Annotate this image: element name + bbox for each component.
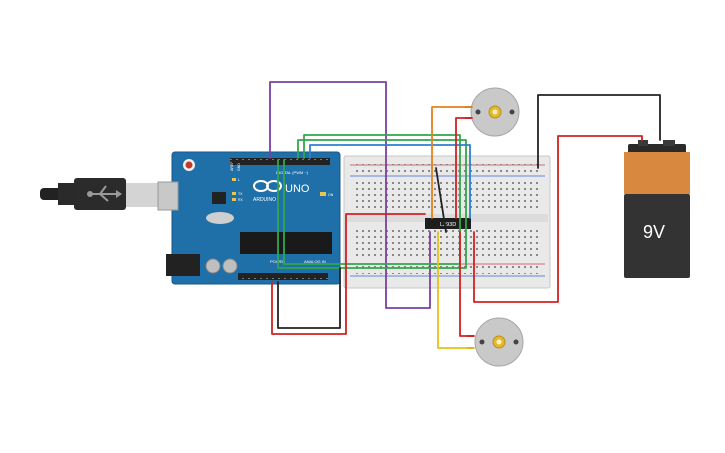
- motor-bottom[interactable]: [467, 317, 524, 367]
- wire-orange[interactable]: [431, 106, 473, 219]
- wire-yellow[interactable]: [437, 231, 475, 349]
- gnd-label: GND: [237, 163, 241, 171]
- wire-red-motor-top[interactable]: [455, 117, 473, 219]
- aref-label: AREF: [230, 162, 234, 171]
- wire-purple[interactable]: [269, 81, 431, 309]
- arduino-infinity-logo: [253, 180, 282, 192]
- wire-red-arduino[interactable]: [271, 213, 426, 335]
- usb-cable: [40, 178, 158, 210]
- arduino-board[interactable]: UNO ARDUINO DIGITAL (PWM ~) POWER ANALOG…: [157, 151, 341, 285]
- tx-label: TX: [238, 192, 243, 196]
- wire-green-outer[interactable]: [277, 139, 467, 269]
- battery-9v[interactable]: 9V: [624, 140, 690, 278]
- arduino-logo-text: ARDUINO: [253, 197, 276, 203]
- motor-top[interactable]: [465, 87, 520, 137]
- wire-black-battery[interactable]: [537, 94, 661, 169]
- digital-pins-label: DIGITAL (PWM ~): [276, 170, 309, 175]
- motor-driver-label: L293D: [440, 222, 456, 228]
- on-led-label: ON: [328, 193, 334, 197]
- rx-label: RX: [238, 198, 244, 202]
- battery-label: 9V: [643, 222, 665, 242]
- wire-blue[interactable]: [309, 144, 471, 219]
- wire-black-top: [435, 167, 447, 233]
- arduino-model-label: UNO: [285, 183, 310, 195]
- l-led-label: L: [238, 178, 240, 182]
- usb-icon: [87, 185, 122, 202]
- motor-driver-chip[interactable]: L293D: [425, 218, 471, 229]
- wire-black-arduino[interactable]: [277, 267, 341, 329]
- wire-red-battery[interactable]: [473, 135, 643, 303]
- wire-red-motor-bottom[interactable]: [459, 231, 475, 337]
- analog-pins-label: ANALOG IN: [304, 259, 326, 264]
